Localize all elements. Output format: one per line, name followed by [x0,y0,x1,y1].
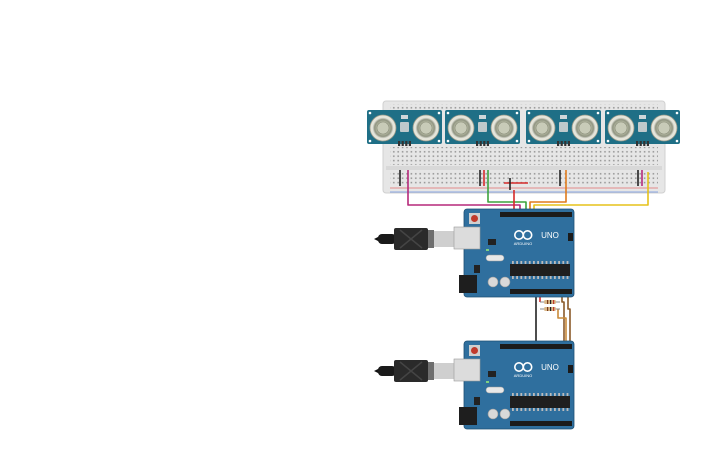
transducer-1 [607,114,635,142]
ultrasonic-sensor-4 [605,110,680,146]
arduino-brand-label: ARDUINO [514,373,532,378]
arduino-logo [513,361,533,372]
transducer-2 [412,114,440,142]
transducer-1 [369,114,397,142]
resistor-1 [540,300,560,304]
transducer-2 [571,114,599,142]
resistor-group [540,300,560,311]
wire-green-run [487,186,527,213]
arduino-uno-top: ARDUINO UNO [374,208,575,298]
arduino-logo [513,230,533,241]
ultrasonic-sensor-3 [526,110,601,146]
transducer-1 [528,114,556,142]
transducer-1 [447,114,475,142]
ultrasonic-sensor-2 [445,110,520,146]
arduino-model-label: UNO [541,231,559,240]
resistor-2 [540,307,560,311]
arduino-model-label: UNO [541,363,559,372]
ultrasonic-sensor-1 [367,110,442,146]
transducer-2 [490,114,518,142]
transducer-2 [650,114,678,142]
arduino-brand-label: ARDUINO [514,241,532,246]
ultrasonic-sensor-row [367,110,680,146]
arduino-uno-bottom: ARDUINO UNO [374,340,575,430]
arduino-boards: ARDUINO UNO ARDUINO UNO [374,208,575,430]
usb-cable [374,228,456,250]
usb-cable [374,360,456,382]
wire-orange-run [529,186,567,213]
